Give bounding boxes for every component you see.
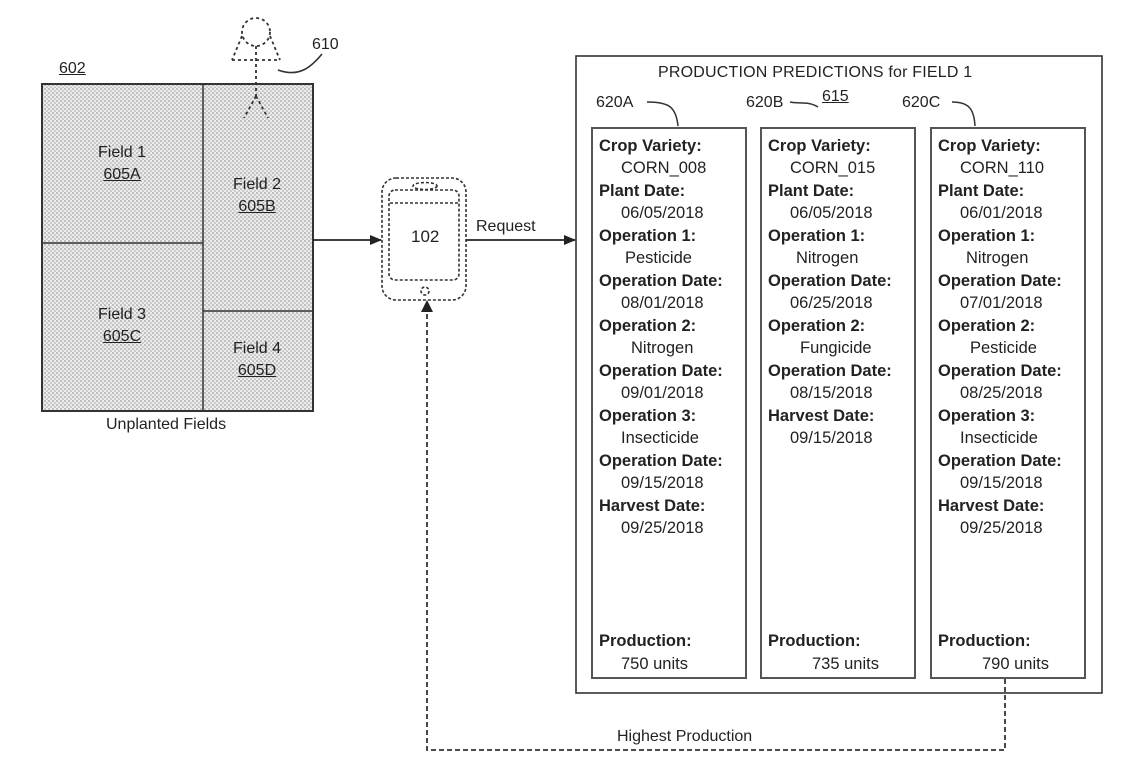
field-1-ref: 605A [62, 164, 182, 186]
production-value: 735 units [812, 655, 879, 674]
field-4-name: Field 4 [197, 338, 317, 360]
card-row-key: Operation Date: [599, 360, 723, 382]
card-row-key: Operation 2: [768, 315, 865, 337]
card-row-value: Nitrogen [966, 247, 1028, 269]
card-row-key: Operation Date: [768, 270, 892, 292]
card-row-value: 09/25/2018 [621, 517, 704, 539]
card-row-value: 09/01/2018 [621, 382, 704, 404]
field-3-name: Field 3 [62, 304, 182, 326]
production-label: Production: [599, 632, 692, 651]
card-row-key: Harvest Date: [938, 495, 1044, 517]
production-label: Production: [768, 632, 861, 651]
card-row-key: Plant Date: [768, 180, 854, 202]
field-group-caption: Unplanted Fields [106, 416, 226, 434]
field-3-ref: 605C [62, 326, 182, 348]
card-row-value: 07/01/2018 [960, 292, 1043, 314]
prediction-card-620c: Crop Variety: CORN_110 Plant Date: 06/01… [930, 127, 1086, 679]
card-leader-620b [790, 102, 818, 107]
prediction-card-620b: Crop Variety: CORN_015 Plant Date: 06/05… [760, 127, 916, 679]
card-row-key: Operation Date: [938, 450, 1062, 472]
card-row-value: CORN_015 [790, 157, 875, 179]
card-row-value: 08/01/2018 [621, 292, 704, 314]
card-row-value: 06/05/2018 [621, 202, 704, 224]
card-row-value: Insecticide [621, 427, 699, 449]
field-group-ref: 602 [59, 60, 86, 78]
card-row-value: 09/15/2018 [960, 472, 1043, 494]
card-row-key: Crop Variety: [599, 135, 702, 157]
production-label: Production: [938, 632, 1031, 651]
card-row-key: Plant Date: [938, 180, 1024, 202]
card-row-key: Harvest Date: [768, 405, 874, 427]
card-row-key: Harvest Date: [599, 495, 705, 517]
card-row-value: 06/01/2018 [960, 202, 1043, 224]
card-row-value: Nitrogen [796, 247, 858, 269]
card-row-key: Plant Date: [599, 180, 685, 202]
card-row-key: Operation 3: [599, 405, 696, 427]
user-ref: 610 [312, 36, 339, 54]
card-row-value: Fungicide [800, 337, 872, 359]
card-row-value: Pesticide [970, 337, 1037, 359]
prediction-card-620a: Crop Variety: CORN_008 Plant Date: 06/05… [591, 127, 747, 679]
request-label: Request [476, 218, 536, 236]
feedback-label: Highest Production [617, 728, 752, 746]
field-2-ref: 605B [197, 196, 317, 218]
panel-title: PRODUCTION PREDICTIONS for FIELD 1 [658, 64, 972, 82]
card-row-key: Crop Variety: [938, 135, 1041, 157]
card-row-value: 09/15/2018 [621, 472, 704, 494]
card-ref-620c: 620C [902, 94, 940, 112]
card-row-key: Operation Date: [938, 360, 1062, 382]
card-row-value: Pesticide [625, 247, 692, 269]
card-row-value: CORN_008 [621, 157, 706, 179]
card-row-value: 08/25/2018 [960, 382, 1043, 404]
card-row-key: Operation Date: [938, 270, 1062, 292]
card-row-key: Operation 1: [768, 225, 865, 247]
card-ref-620b: 620B [746, 94, 783, 112]
card-row-value: 06/05/2018 [790, 202, 873, 224]
card-row-key: Operation Date: [599, 270, 723, 292]
card-row-value: Nitrogen [631, 337, 693, 359]
card-row-value: 09/25/2018 [960, 517, 1043, 539]
field-1-name: Field 1 [62, 142, 182, 164]
field-4-ref: 605D [197, 360, 317, 382]
card-row-key: Operation 2: [599, 315, 696, 337]
card-row-key: Operation 2: [938, 315, 1035, 337]
card-row-value: 08/15/2018 [790, 382, 873, 404]
card-row-key: Operation Date: [768, 360, 892, 382]
card-row-value: 09/15/2018 [790, 427, 873, 449]
card-row-key: Operation Date: [599, 450, 723, 472]
field-2-label: Field 2 605B [197, 174, 317, 218]
field-1-label: Field 1 605A [62, 142, 182, 186]
card-row-key: Operation 1: [938, 225, 1035, 247]
card-ref-620a: 620A [596, 94, 633, 112]
production-value: 790 units [982, 655, 1049, 674]
card-row-key: Crop Variety: [768, 135, 871, 157]
card-row-value: Insecticide [960, 427, 1038, 449]
card-leader-620a [647, 102, 678, 126]
production-value: 750 units [621, 655, 688, 674]
feedback-arrowhead [421, 300, 433, 312]
card-row-key: Operation 1: [599, 225, 696, 247]
user-leader-line [278, 54, 322, 73]
field-3-label: Field 3 605C [62, 304, 182, 348]
card-row-key: Operation 3: [938, 405, 1035, 427]
card-row-value: 06/25/2018 [790, 292, 873, 314]
field-2-name: Field 2 [197, 174, 317, 196]
card-leader-620c [952, 102, 975, 126]
device-label: 102 [411, 227, 439, 247]
card-row-value: CORN_110 [960, 157, 1044, 179]
field-4-label: Field 4 605D [197, 338, 317, 382]
panel-ref: 615 [822, 88, 849, 106]
